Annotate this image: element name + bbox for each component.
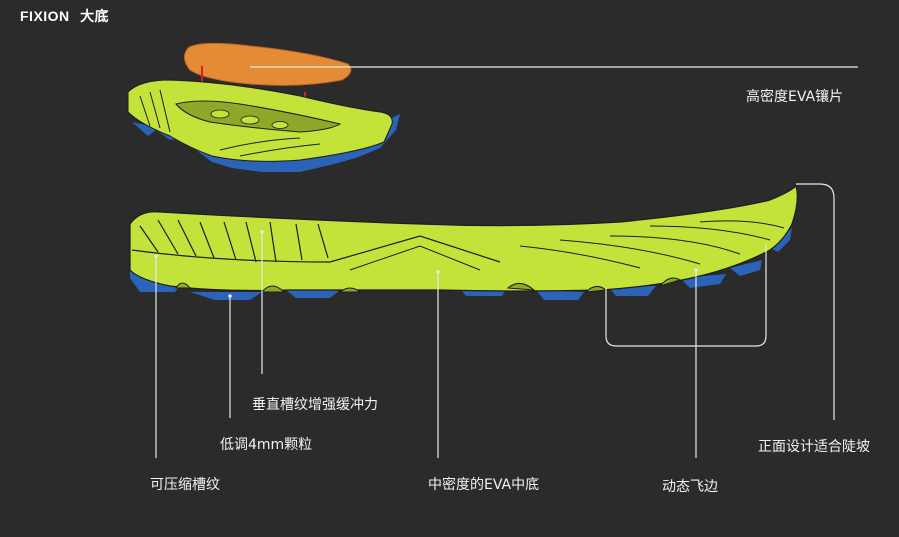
label-midsole: 中密度的EVA中底 bbox=[428, 477, 540, 493]
callout-lines bbox=[155, 66, 858, 458]
label-front-slope: 正面设计适合陡坡 bbox=[758, 439, 870, 455]
small-sole-recess bbox=[175, 100, 342, 133]
label-dynamic-wings: 动态飞边 bbox=[662, 479, 718, 495]
main-midsole bbox=[129, 184, 798, 292]
page-title: FIXION 大底 bbox=[20, 6, 109, 26]
label-low-lugs: 低调4mm颗粒 bbox=[220, 437, 313, 453]
label-compressible-grooves: 可压缩槽纹 bbox=[150, 477, 220, 493]
label-eva-insert: 高密度EVA镶片 bbox=[746, 89, 844, 105]
part-name: 大底 bbox=[80, 8, 110, 24]
vertical-grooves bbox=[131, 219, 331, 263]
small-sole-outsole bbox=[132, 114, 400, 172]
eva-insert bbox=[184, 42, 352, 86]
label-vertical-grooves: 垂直槽纹增强缓冲力 bbox=[252, 397, 378, 413]
brand-name: FIXION bbox=[20, 8, 70, 24]
